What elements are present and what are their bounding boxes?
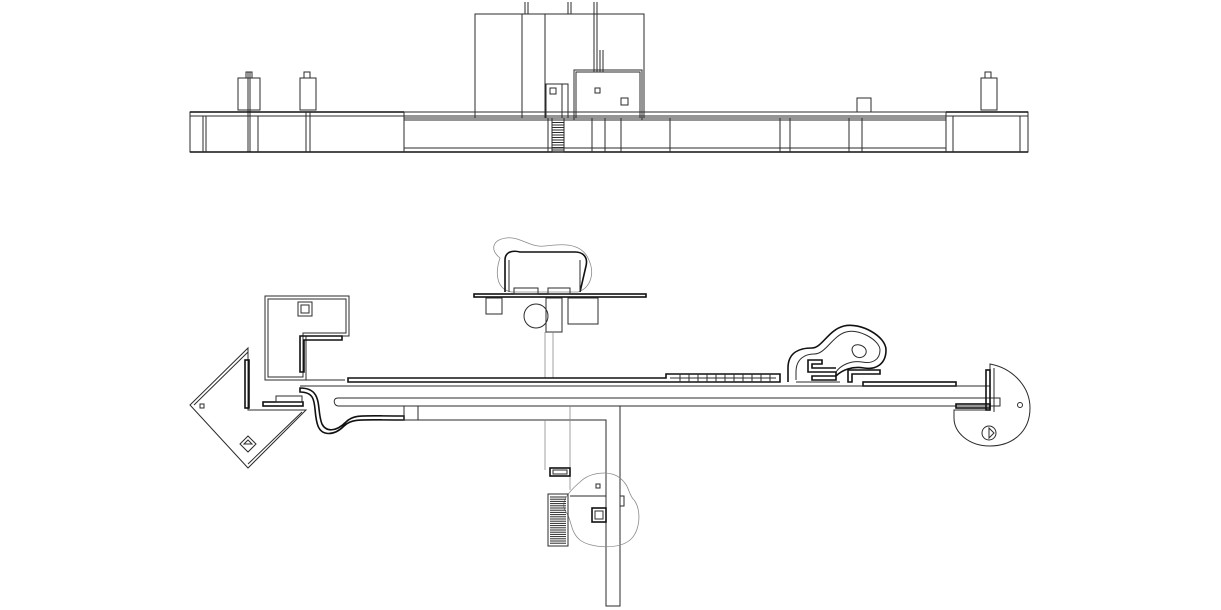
south-walkway bbox=[403, 406, 621, 607]
top-pavilion bbox=[473, 237, 647, 378]
stair-tower bbox=[545, 83, 569, 119]
central-walkway bbox=[299, 369, 1001, 435]
walkway-ribs bbox=[679, 374, 771, 382]
right-chimney bbox=[856, 71, 998, 113]
floor-plan-view bbox=[189, 237, 1031, 607]
elevation-stair-hatch bbox=[552, 119, 564, 151]
elevation-base bbox=[189, 111, 1029, 153]
left-house bbox=[264, 295, 350, 381]
diamond-pavilion bbox=[189, 346, 308, 469]
raised-pavilion bbox=[573, 50, 643, 121]
elevation-view bbox=[189, 2, 1029, 153]
bottom-stair-hatch bbox=[550, 496, 566, 544]
right-circular-pavilion bbox=[953, 363, 1031, 447]
right-curve-structure bbox=[787, 324, 887, 383]
bottom-pavilion bbox=[547, 467, 640, 548]
